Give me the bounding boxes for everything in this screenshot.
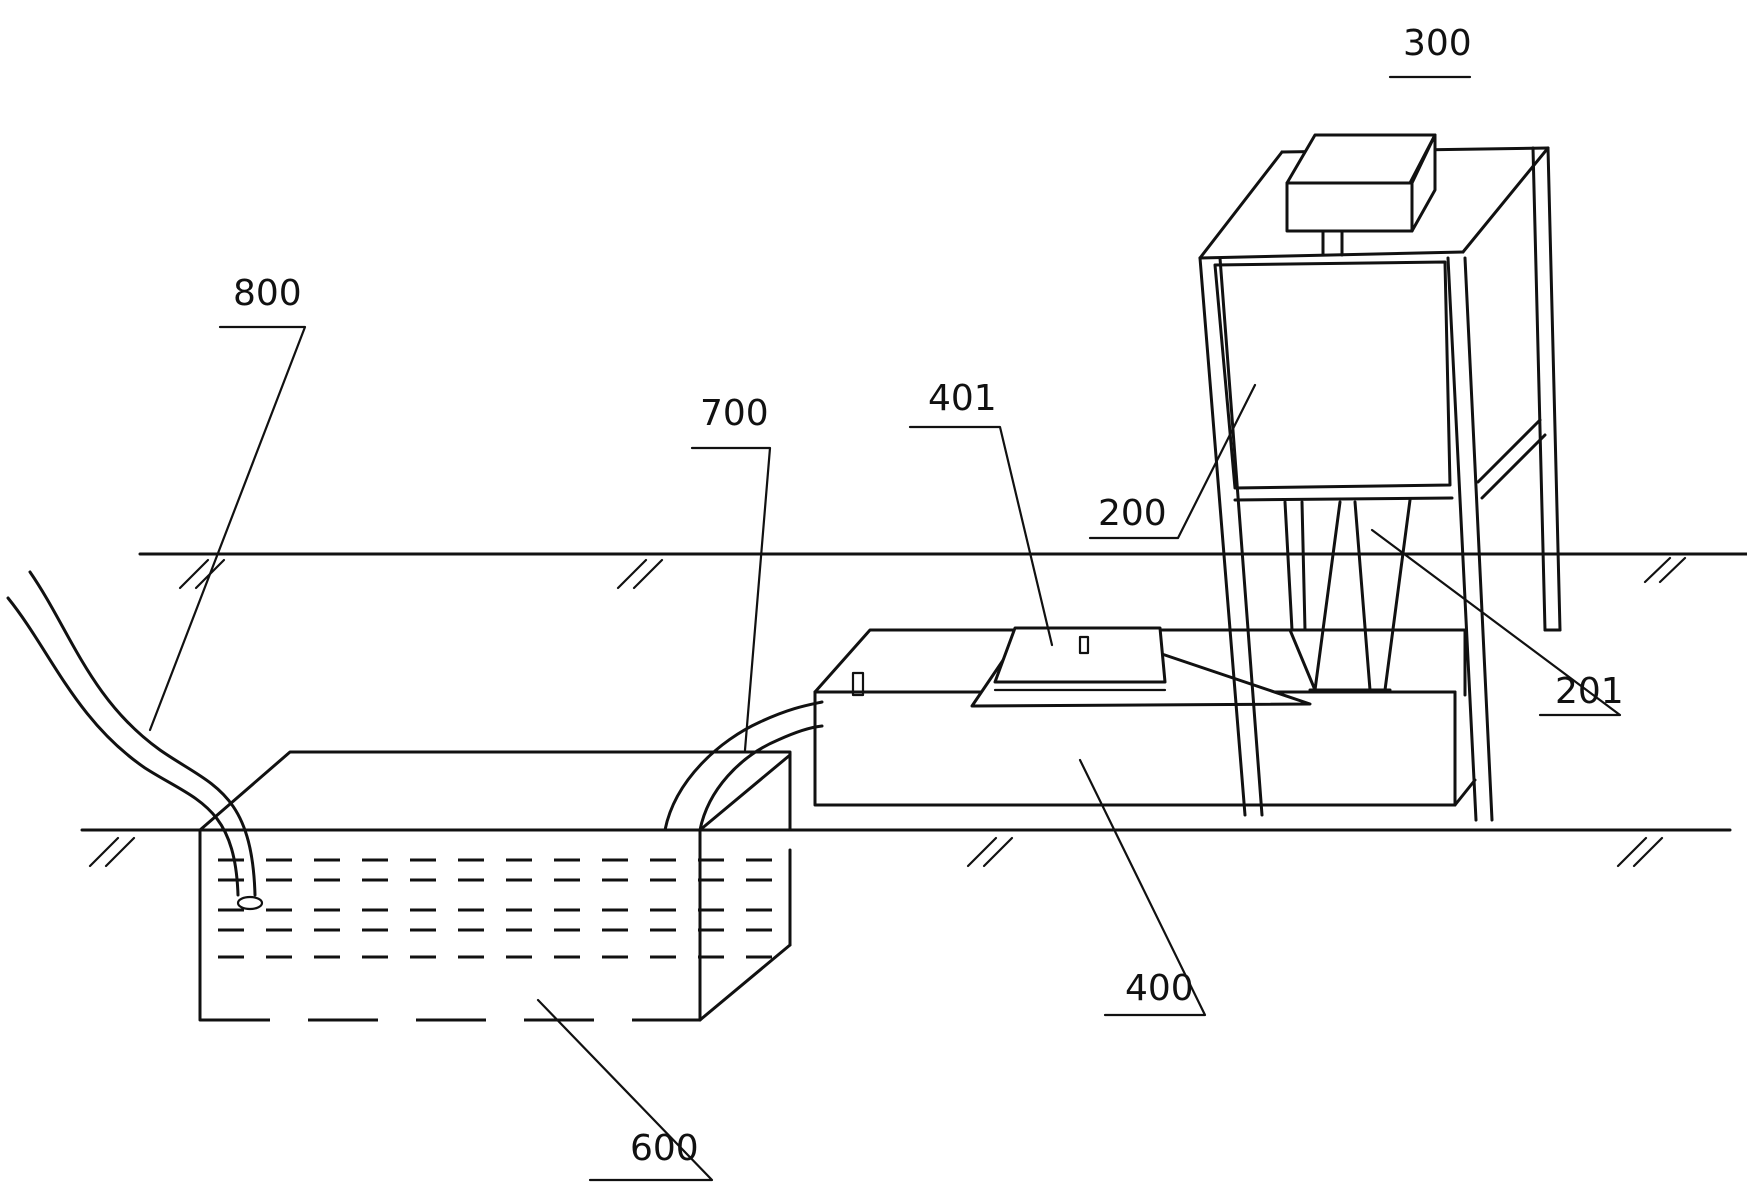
- label-401: 401: [928, 378, 997, 419]
- water-surface-dashes: [218, 858, 790, 959]
- cover-plate: [970, 626, 1312, 708]
- settling-pool: [198, 750, 792, 1022]
- hopper: [1283, 498, 1412, 692]
- upper-ground-line: [138, 552, 1747, 590]
- transfer-hose: [663, 700, 824, 832]
- label-201: 201: [1555, 671, 1624, 712]
- label-300: 300: [1403, 23, 1472, 64]
- label-200: 200: [1098, 493, 1167, 534]
- label-700: 700: [700, 393, 769, 434]
- lower-ground-line: [80, 828, 1732, 868]
- suction-hose: [6, 570, 264, 911]
- label-400: 400: [1125, 968, 1194, 1009]
- upper-box: [1213, 260, 1454, 502]
- label-600: 600: [630, 1128, 699, 1169]
- collection-tank: [813, 628, 1477, 807]
- label-800: 800: [233, 273, 302, 314]
- frame: [1198, 146, 1562, 822]
- motor: [1285, 133, 1437, 257]
- leader-lines: [148, 75, 1622, 1182]
